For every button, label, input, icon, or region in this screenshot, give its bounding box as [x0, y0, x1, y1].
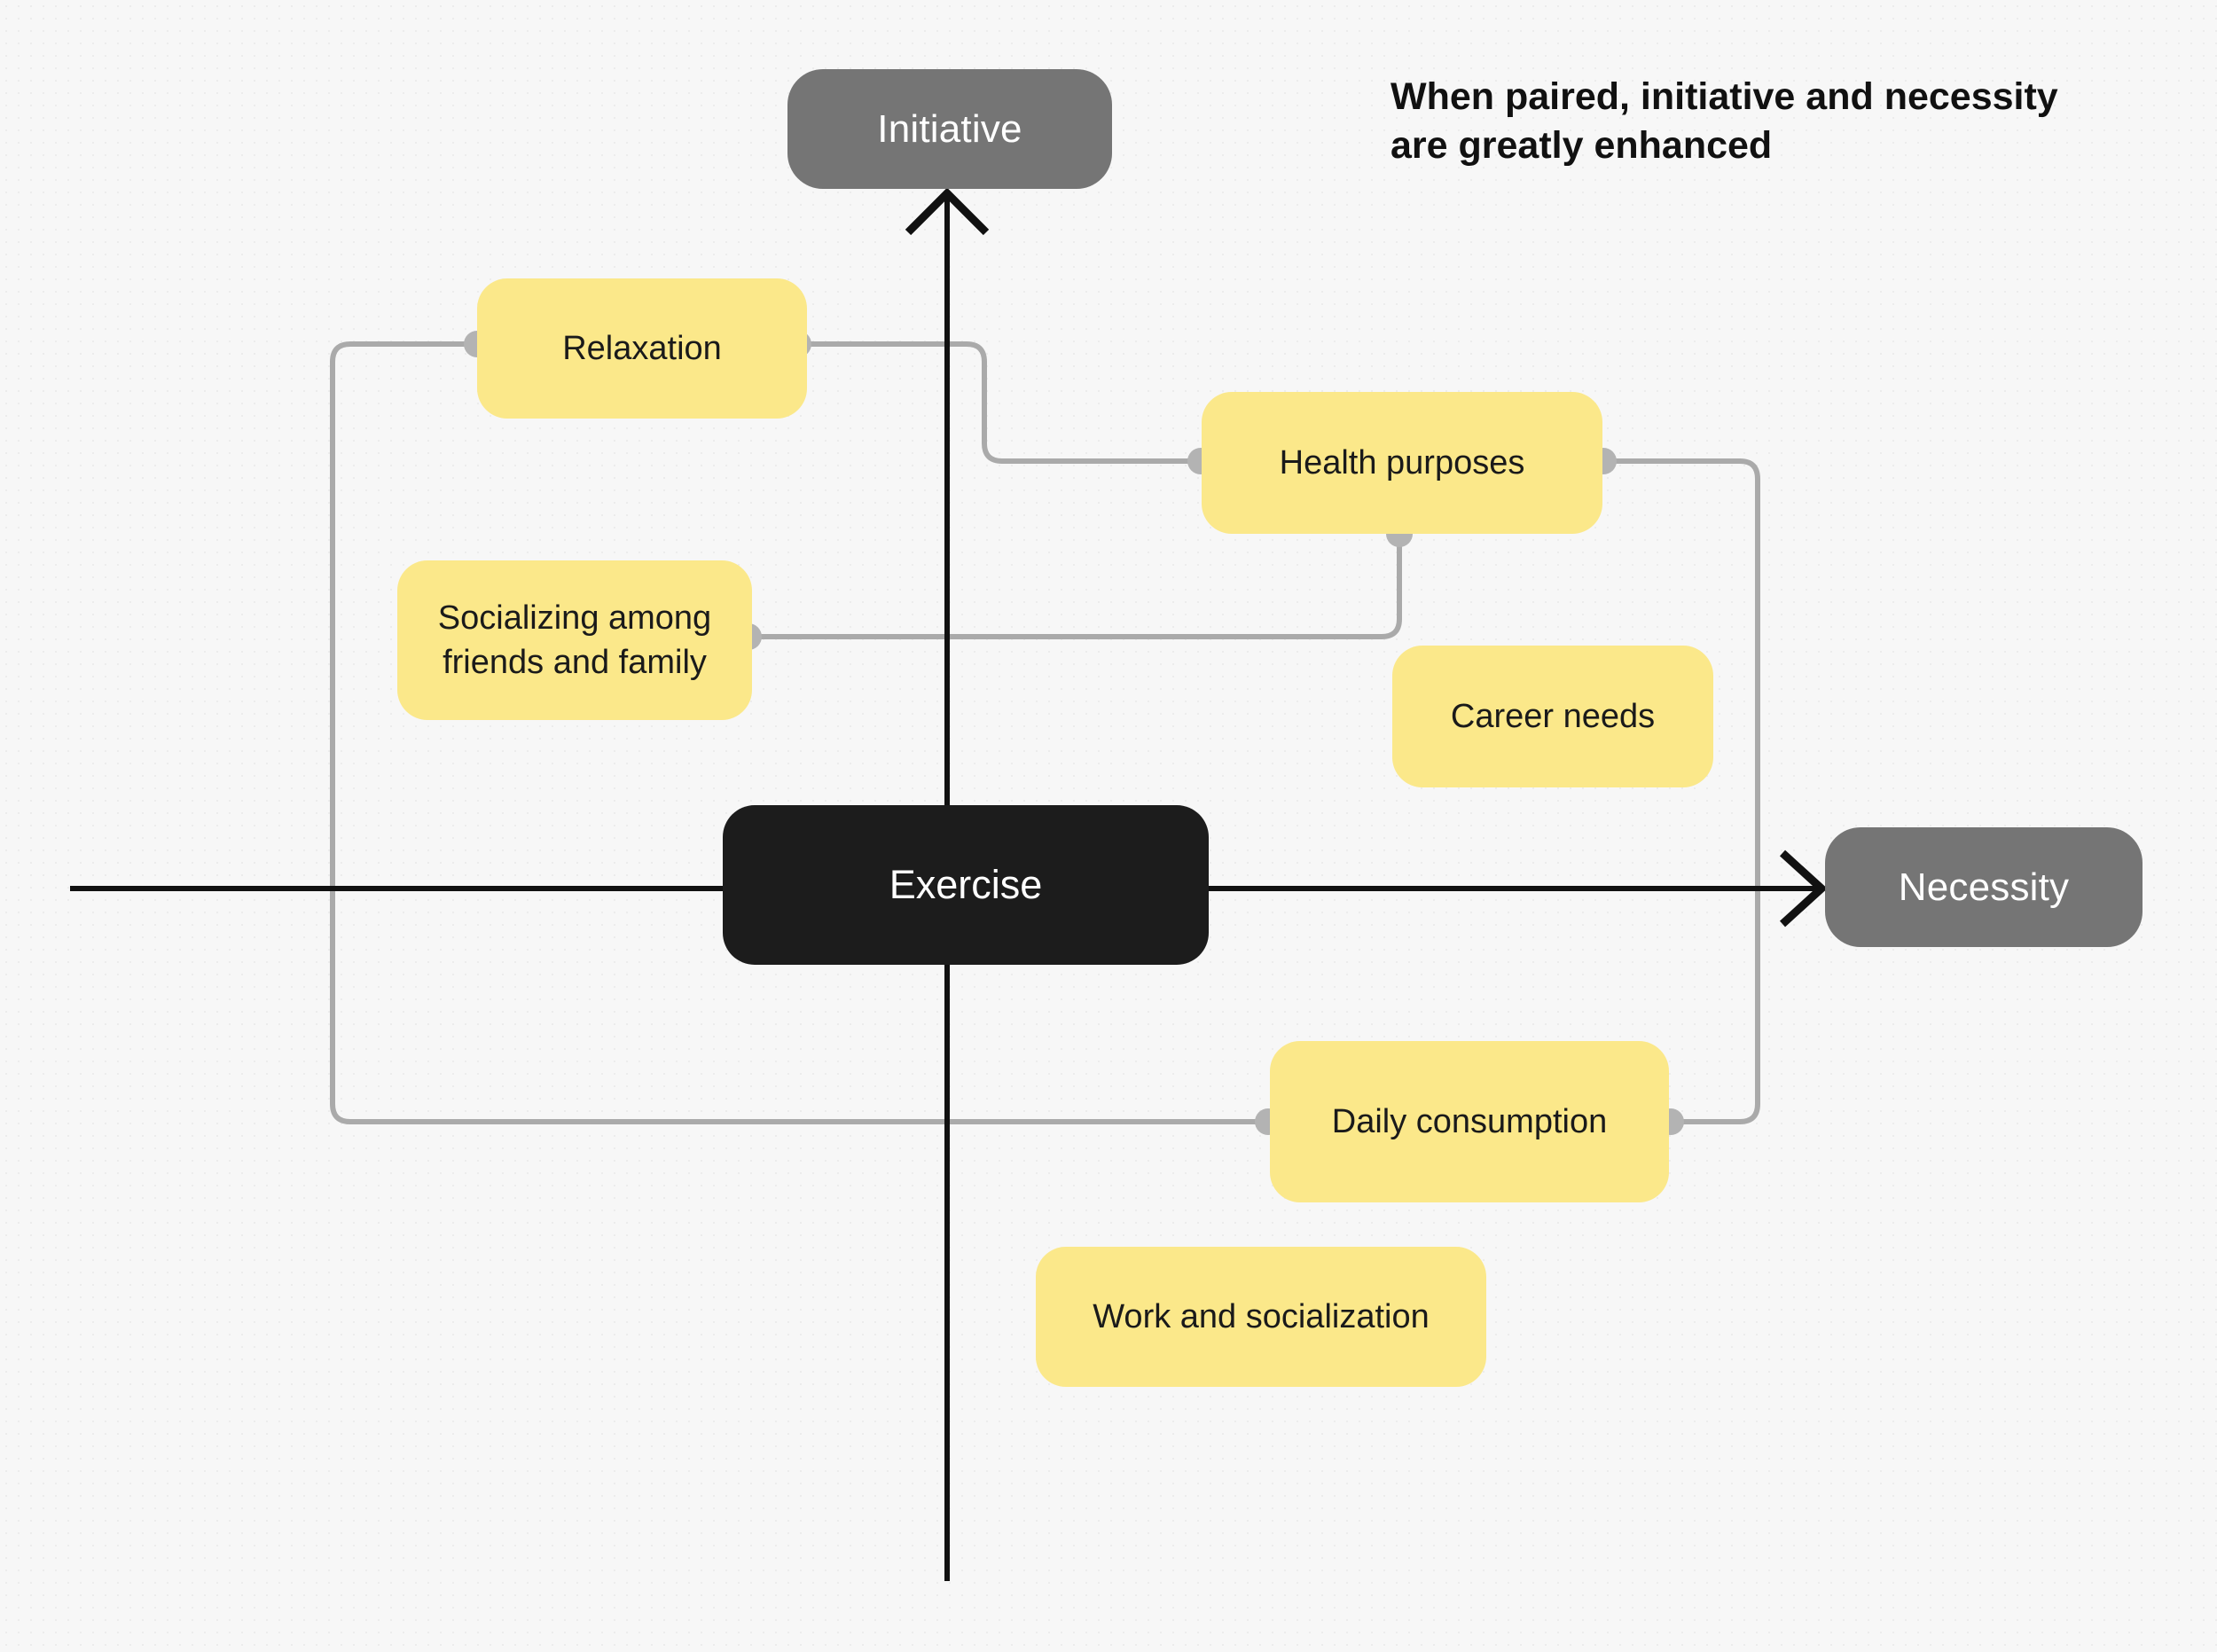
node-health-purposes[interactable]: Health purposes — [1202, 392, 1602, 534]
axis-label-necessity[interactable]: Necessity — [1825, 827, 2143, 947]
connector-socializing-to-health — [746, 533, 1402, 639]
node-work-and-socialization[interactable]: Work and socialization — [1036, 1247, 1486, 1387]
headline-text: When paired, initiative and necessity ar… — [1391, 75, 2058, 168]
node-socializing[interactable]: Socializing among friends and family — [397, 560, 752, 720]
connector-relaxation-to-health — [795, 341, 1202, 464]
node-relaxation[interactable]: Relaxation — [477, 278, 807, 419]
vertical-axis-arrowhead — [905, 187, 990, 236]
node-exercise[interactable]: Exercise — [723, 805, 1209, 965]
connector-daily-to-relaxation — [330, 341, 1269, 1124]
node-career-needs[interactable]: Career needs — [1392, 646, 1713, 787]
axis-label-initiative[interactable]: Initiative — [787, 69, 1112, 189]
node-daily-consumption[interactable]: Daily consumption — [1270, 1041, 1669, 1202]
horizontal-axis-arrowhead — [1779, 849, 1828, 928]
connector-health-to-daily — [1602, 458, 1760, 1124]
